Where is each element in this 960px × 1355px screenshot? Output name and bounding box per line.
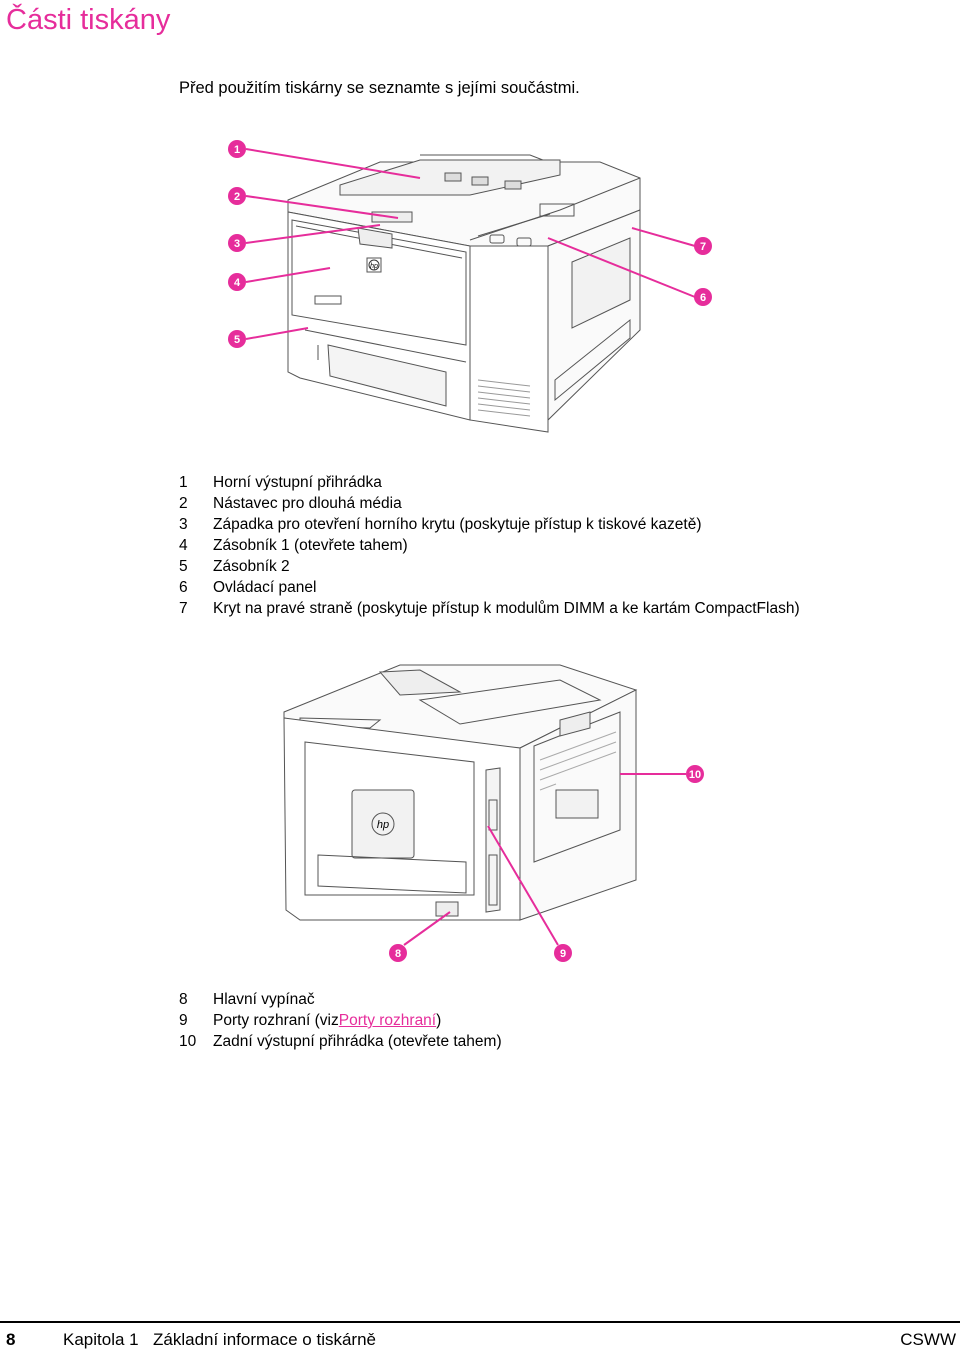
footer-divider	[0, 1321, 960, 1323]
svg-text:hp: hp	[377, 819, 389, 831]
svg-text:9: 9	[560, 948, 566, 960]
callout-6: 6	[694, 288, 712, 306]
svg-text:8: 8	[395, 948, 401, 960]
callout-2: 2	[228, 187, 246, 205]
callout-7: 7	[694, 237, 712, 255]
svg-text:hp: hp	[370, 263, 378, 270]
printer-back-figure: hp 10 8 9	[283, 664, 704, 962]
svg-text:4: 4	[234, 277, 241, 289]
legend-item: 9 Porty rozhraní (viz Porty rozhraní)	[179, 1012, 442, 1029]
callout-8: 8	[389, 944, 407, 962]
chapter-name: Základní informace o tiskárně	[153, 1330, 376, 1349]
callout-4: 4	[228, 273, 246, 291]
printer-front-figure: hp 1 2 3 4 5 6 7	[228, 140, 712, 433]
intro-text: Před použitím tiskárny se seznamte s jej…	[179, 79, 580, 97]
svg-text:2: 2	[234, 191, 240, 203]
svg-text:7: 7	[700, 241, 706, 253]
ports-link[interactable]: Porty rozhraní	[338, 1012, 437, 1029]
hp-logo-icon: hp	[371, 812, 395, 836]
callout-1: 1	[228, 140, 246, 158]
callout-5: 5	[228, 330, 246, 348]
svg-text:5: 5	[234, 334, 240, 346]
callout-9: 9	[554, 944, 572, 962]
svg-text:3: 3	[234, 238, 240, 250]
chapter-label: Kapitola 1	[63, 1330, 139, 1349]
page-title: Části tiskány	[6, 4, 171, 36]
svg-text:1: 1	[234, 144, 240, 156]
brand-label: CSWW	[900, 1330, 956, 1349]
page-number: 8	[6, 1330, 16, 1349]
svg-text:6: 6	[700, 292, 706, 304]
callout-3: 3	[228, 234, 246, 252]
callout-10: 10	[686, 765, 704, 783]
svg-text:10: 10	[689, 769, 701, 781]
hp-logo-icon: hp	[368, 259, 380, 271]
